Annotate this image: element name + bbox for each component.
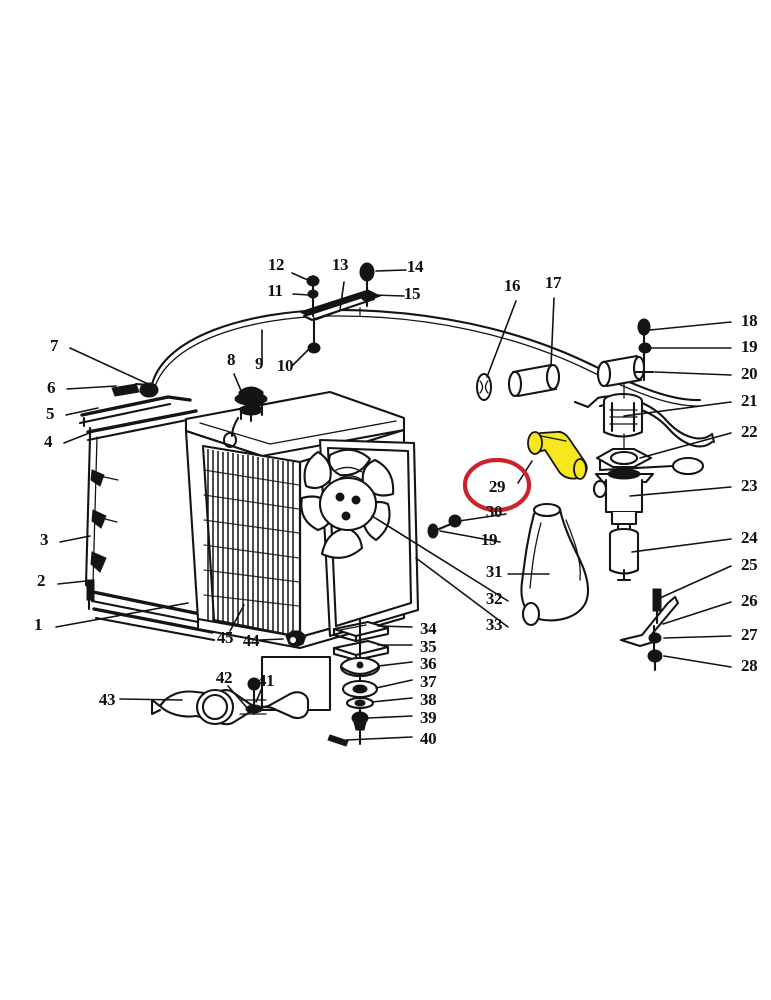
callout-39: 39 [420, 708, 436, 727]
upper-cable-arc [149, 308, 702, 407]
callout-1: 1 [34, 615, 42, 634]
hose-sleeve-17 [507, 363, 561, 398]
shroud-bolt-30 [427, 514, 462, 539]
callout-12: 12 [268, 255, 284, 274]
callout-5: 5 [46, 404, 54, 423]
stud-41-42 [245, 677, 263, 716]
callout-45: 45 [217, 628, 233, 647]
callout-43: 43 [99, 690, 115, 709]
callout-4: 4 [44, 432, 53, 451]
callout-18: 18 [741, 311, 757, 330]
callout-24: 24 [741, 528, 758, 547]
leader-lines [55, 269, 732, 741]
callout-31: 31 [486, 562, 502, 581]
hose-sleeve-16 [476, 373, 492, 401]
callout-2: 2 [37, 571, 45, 590]
callout-36: 36 [420, 654, 436, 673]
callout-21: 21 [741, 391, 757, 410]
mount-stack-34-40 [327, 618, 390, 747]
callout-11: 11 [267, 281, 282, 300]
upper-fitting [111, 382, 159, 398]
callout-7: 7 [50, 336, 59, 355]
callout-37: 37 [420, 672, 437, 691]
callout-27: 27 [741, 625, 758, 644]
callout-14: 14 [407, 257, 424, 276]
callout-44: 44 [243, 631, 260, 650]
callout-32: 32 [486, 589, 502, 608]
callout-16: 16 [504, 276, 520, 295]
upper-hose-highlighted[interactable] [527, 430, 588, 480]
highlight-circle-29 [462, 457, 532, 513]
callout-28: 28 [741, 656, 757, 675]
stud-18-19-20 [634, 318, 655, 382]
callout-41: 41 [258, 671, 274, 690]
callout-40: 40 [420, 729, 436, 748]
callout-10: 10 [277, 356, 293, 375]
callout-19-duplicate: 19 [481, 530, 497, 549]
callout-34: 34 [420, 619, 437, 638]
callout-33: 33 [486, 615, 502, 634]
bottom-hose-assembly [150, 688, 310, 726]
callout-3: 3 [40, 530, 48, 549]
lower-radiator-hose [520, 502, 590, 627]
callout-15: 15 [404, 284, 420, 303]
thermostat-filter-stack [592, 382, 655, 582]
callout-19: 19 [741, 337, 757, 356]
callout-35: 35 [420, 637, 436, 656]
callout-13: 13 [332, 255, 348, 274]
callout-8: 8 [227, 350, 235, 369]
callout-6: 6 [47, 378, 55, 397]
callout-17: 17 [545, 273, 562, 292]
callout-30: 30 [486, 502, 502, 521]
callout-numbers: 1 2 3 4 5 6 7 8 9 10 11 12 13 14 15 16 1… [34, 255, 759, 748]
cooling-fan [300, 448, 395, 559]
callout-29-highlighted: 29 [489, 477, 505, 496]
radiator-fins [201, 444, 302, 639]
callout-23: 23 [741, 476, 757, 495]
callout-25: 25 [741, 555, 757, 574]
callout-9: 9 [255, 354, 263, 373]
nut-44 [285, 630, 307, 648]
callout-42: 42 [216, 668, 232, 687]
callout-38: 38 [420, 690, 436, 709]
lower-right-bracket [619, 588, 680, 672]
callout-26: 26 [741, 591, 757, 610]
callout-22: 22 [741, 422, 757, 441]
radiator-cap [223, 386, 268, 448]
callout-20: 20 [741, 364, 757, 383]
hose-sleeve-20 [596, 354, 646, 388]
